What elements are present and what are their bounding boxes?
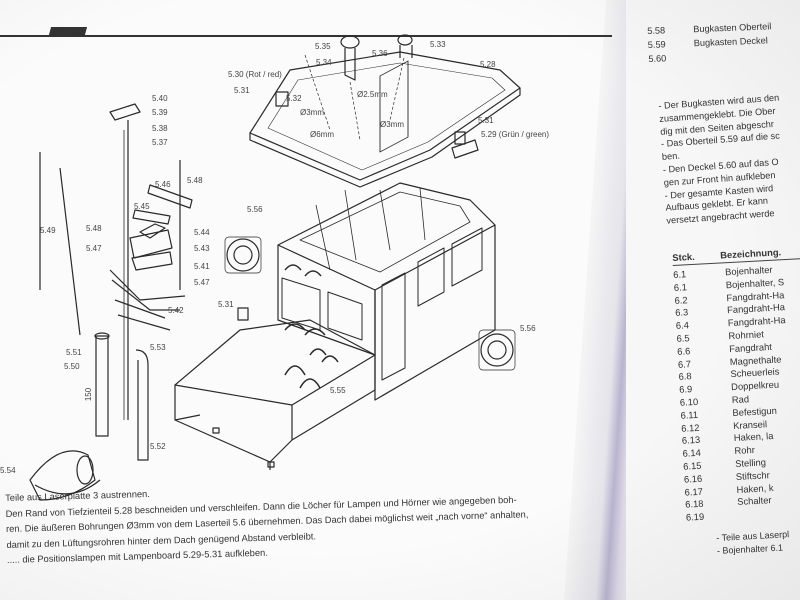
callout-5-40: 5.40 <box>152 94 168 103</box>
header-stck: Stck. <box>672 250 695 263</box>
vent-pipes <box>94 332 149 461</box>
dimension-d6mm: Ø6mm <box>310 130 334 139</box>
life-ring-5-56-left <box>224 236 262 274</box>
callout-5-54: 5.54 <box>0 466 16 475</box>
part-name: Fangdraht-Ha <box>726 288 785 303</box>
right-instructions: - Der Bugkasten wird aus den zusammengek… <box>658 92 788 228</box>
callout-5-53: 5.53 <box>150 343 166 352</box>
part-name: Scheuerleis <box>730 365 780 380</box>
callout-5-44: 5.44 <box>194 228 210 237</box>
dimension-d3mm-b: Ø3mm <box>380 120 404 129</box>
callout-5-31-deck: 5.31 <box>218 300 234 309</box>
dimension-150: 150 <box>84 387 94 402</box>
part-name: Stelling <box>734 456 767 469</box>
right-footer-text: - Teile aus Laserpl - Bojenhalter 6.1 <box>716 528 790 558</box>
callout-5-32: 5.32 <box>286 94 302 103</box>
callout-5-47-left: 5.47 <box>86 244 102 253</box>
callout-5-49: 5.49 <box>40 226 56 235</box>
part-name: Doppelkreu <box>730 378 780 393</box>
mast-assembly <box>39 103 193 420</box>
callout-5-28: 5.28 <box>480 60 496 69</box>
part-name: Rad <box>731 393 750 406</box>
page-header-rule <box>0 35 612 37</box>
part-name: Bojenhalter <box>724 263 773 278</box>
part-name: Stiftschr <box>735 468 770 482</box>
cabin-structure <box>277 60 496 401</box>
callout-5-52: 5.52 <box>150 442 166 451</box>
callout-5-29: 5.29 (Grün / green) <box>481 130 550 139</box>
right-page <box>626 0 800 600</box>
callout-5-36: 5.36 <box>372 49 388 58</box>
callout-5-42: 5.42 <box>168 306 184 315</box>
callout-5-46: 5.46 <box>155 180 171 189</box>
callout-5-31-top: 5.31 <box>234 86 250 95</box>
callout-5-56-right: 5.56 <box>520 324 536 333</box>
callout-5-38: 5.38 <box>152 124 168 133</box>
part-name: Magnethalte <box>729 353 782 367</box>
callout-5-35: 5.35 <box>315 42 331 51</box>
callout-5-37: 5.37 <box>152 138 168 147</box>
callout-5-47-right: 5.47 <box>194 278 210 287</box>
callout-5-30: 5.30 (Rot / red) <box>228 70 282 79</box>
part-name: Rohr <box>734 444 756 457</box>
part-name: Fangdraht <box>728 340 773 354</box>
part-name: Rohrniet <box>728 328 765 342</box>
searchlight-5-54 <box>29 450 101 501</box>
part-name: Fangdraht-Ha <box>726 301 786 316</box>
cabin-windows <box>281 227 483 381</box>
life-ring-5-56-right <box>478 329 516 371</box>
callout-5-31-right: 5.31 <box>478 116 494 125</box>
callout-5-48-top: 5.48 <box>187 176 203 185</box>
part-name: Haken, k <box>736 481 774 495</box>
horns-and-lamps <box>237 34 479 321</box>
part-name: Befestigun <box>732 404 778 418</box>
part-name: Schalter <box>736 494 772 508</box>
part-name: Kranseil <box>732 417 768 431</box>
callout-5-56-left: 5.56 <box>247 205 263 214</box>
roof-part-5-28 <box>249 51 521 188</box>
base-deck <box>174 319 376 470</box>
callout-5-39: 5.39 <box>152 108 168 117</box>
callout-5-45: 5.45 <box>134 202 150 211</box>
part-name: Fangdraht-Ha <box>727 314 786 329</box>
part-name: Bojenhalter, S <box>725 275 785 291</box>
part-name: Haken, la <box>733 430 774 444</box>
handles-5-55 <box>284 264 339 389</box>
part-number: 6.19 <box>685 510 705 523</box>
callout-5-50: 5.50 <box>64 362 80 371</box>
dimension-d2-5mm: Ø2.5mm <box>357 90 388 99</box>
callout-5-51: 5.51 <box>66 348 82 357</box>
callout-5-43: 5.43 <box>194 244 210 253</box>
deck-feet <box>212 427 275 468</box>
callout-5-41: 5.41 <box>194 262 210 271</box>
callout-5-33: 5.33 <box>430 40 446 49</box>
left-page <box>0 0 665 600</box>
dimension-d3mm-a: Ø3mm <box>300 108 324 117</box>
callout-5-55: 5.55 <box>330 386 346 395</box>
callout-5-34: 5.34 <box>316 58 332 67</box>
header-bezeichnung: Bezeichnung. <box>719 246 782 261</box>
callout-5-48-left: 5.48 <box>86 224 102 233</box>
